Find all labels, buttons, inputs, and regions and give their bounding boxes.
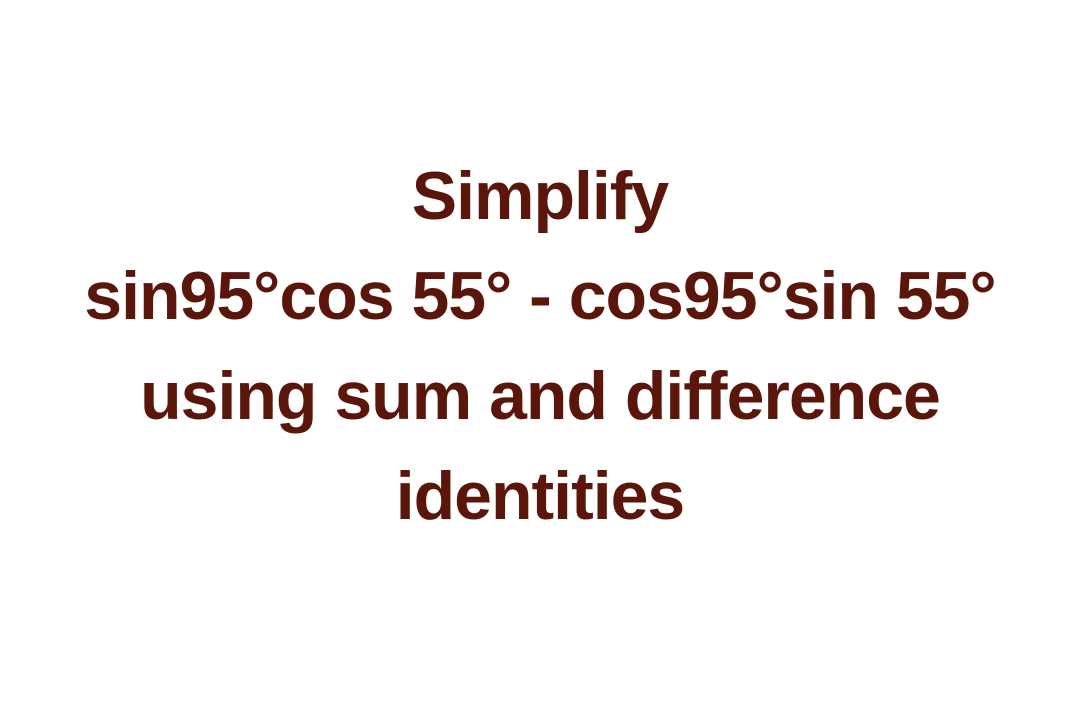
- problem-statement: Simplify sin95°cos 55° - cos95°sin 55° u…: [0, 146, 1080, 546]
- heading-line-4: identities: [395, 458, 686, 534]
- heading-line-3: using sum and difference: [140, 358, 941, 434]
- expression-line: sin95°cos 55° - cos95°sin 55°: [84, 258, 996, 334]
- heading-line-1: Simplify: [411, 158, 670, 234]
